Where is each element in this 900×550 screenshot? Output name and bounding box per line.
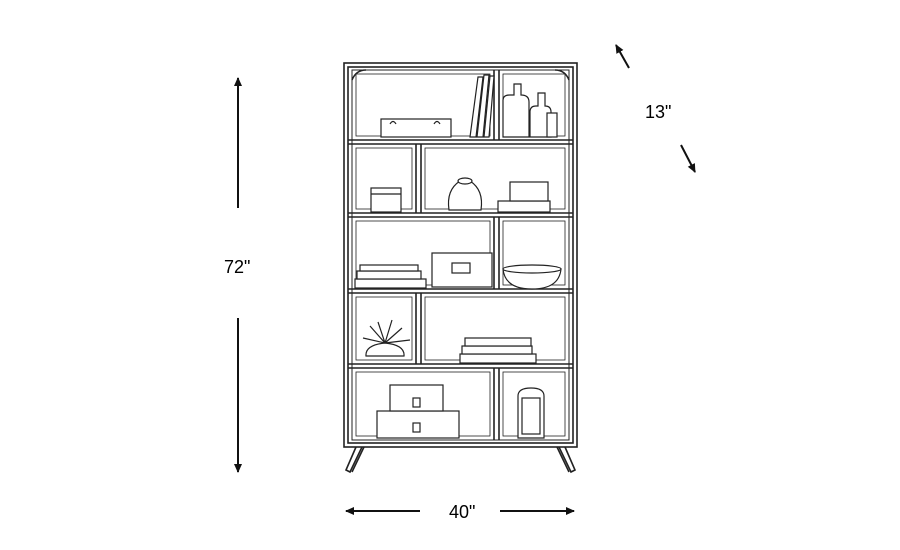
shelf-decor [354,74,562,439]
bookcase-legs [344,446,577,474]
depth-arrow-icon [615,44,696,173]
depth-label: 13" [645,102,672,122]
width-label: 40" [449,502,476,522]
height-label: 72" [224,257,251,277]
